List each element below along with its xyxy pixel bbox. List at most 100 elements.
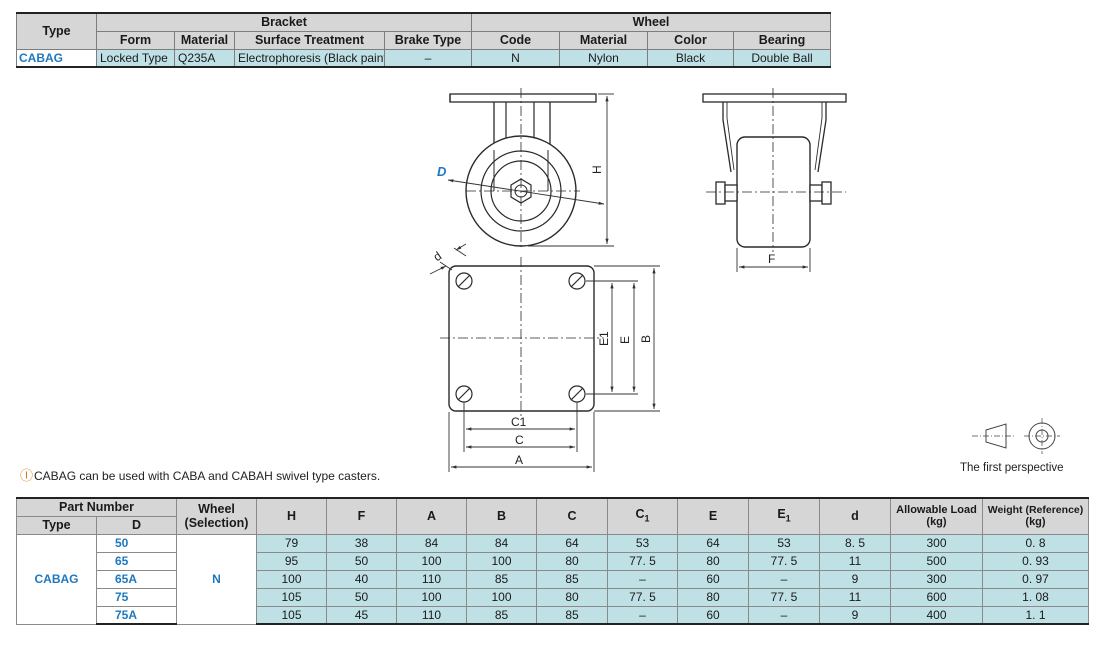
- cell-load: 500: [890, 551, 983, 571]
- header-weight: Weight (Reference)(kg): [982, 497, 1089, 535]
- cell-h: 105: [256, 587, 327, 607]
- cell-weight: 0. 93: [982, 551, 1089, 571]
- cell-h: 79: [256, 533, 327, 553]
- cell-weight: 0. 97: [982, 569, 1089, 589]
- label-C: C: [515, 433, 524, 447]
- header-A: A: [396, 497, 467, 535]
- cell-e1: 53: [748, 533, 820, 553]
- header-F: F: [326, 497, 397, 535]
- cell-e1: 77. 5: [748, 587, 820, 607]
- cell-c1: –: [607, 569, 678, 589]
- caution-icon: Ⓘ: [20, 468, 34, 483]
- cell-d: 11: [819, 587, 891, 607]
- label-C1: C1: [511, 415, 527, 429]
- cell-c1: –: [607, 605, 678, 625]
- cell-weight: 1. 1: [982, 605, 1089, 625]
- caster-side-view: [449, 88, 597, 250]
- dimension-D: [447, 179, 605, 205]
- spec-header-type: Type: [16, 12, 97, 50]
- compatibility-note: ⒾCABAG can be used with CABA and CABAH s…: [20, 465, 380, 484]
- spec-wheel-material-value: Nylon: [559, 48, 648, 68]
- cell-f: 45: [326, 605, 397, 625]
- note-text: CABAG can be used with CABA and CABAH sw…: [34, 469, 381, 483]
- cell-c: 64: [536, 533, 608, 553]
- cell-c: 80: [536, 587, 608, 607]
- header-wheel: Wheel(Selection): [176, 497, 257, 535]
- spec-header-wheel-material: Material: [559, 30, 648, 50]
- header-E: E: [677, 497, 749, 535]
- cell-e: 60: [677, 605, 749, 625]
- cell-load: 300: [890, 569, 983, 589]
- spec-surface-treatment-value: Electrophoresis (Black paint): [234, 48, 385, 68]
- header-type: Type: [16, 515, 97, 535]
- spec-material-value: Q235A: [174, 48, 235, 68]
- dimension-C1-C-A: [448, 402, 595, 472]
- header-D: D: [96, 515, 177, 535]
- diameter-cell: 75A: [96, 605, 177, 625]
- caster-end-view: [702, 88, 847, 252]
- cell-a: 100: [396, 587, 467, 607]
- first-angle-projection-icon: [972, 418, 1060, 454]
- cell-load: 400: [890, 605, 983, 625]
- label-E: E: [618, 336, 632, 344]
- label-H: H: [590, 165, 604, 174]
- header-H: H: [256, 497, 327, 535]
- spec-table: Type Bracket Wheel Form Material Surface…: [16, 12, 831, 68]
- cell-e1: –: [748, 605, 820, 625]
- cell-f: 38: [326, 533, 397, 553]
- cell-c1: 77. 5: [607, 587, 678, 607]
- cell-a: 100: [396, 551, 467, 571]
- cell-load: 300: [890, 533, 983, 553]
- cell-b: 85: [466, 569, 537, 589]
- mounting-holes: [455, 272, 586, 403]
- cell-d: 11: [819, 551, 891, 571]
- diameter-cell: 50: [96, 533, 177, 553]
- diameter-cell: 65A: [96, 569, 177, 589]
- cell-d: 9: [819, 569, 891, 589]
- cell-h: 105: [256, 605, 327, 625]
- cell-b: 85: [466, 605, 537, 625]
- header-d: d: [819, 497, 891, 535]
- cell-e1: 77. 5: [748, 551, 820, 571]
- diameter-cell: 65: [96, 551, 177, 571]
- cell-c: 85: [536, 605, 608, 625]
- spec-code-value: N: [471, 48, 560, 68]
- cell-a: 84: [396, 533, 467, 553]
- cell-e: 60: [677, 569, 749, 589]
- header-C1: C1: [607, 497, 678, 535]
- cell-f: 50: [326, 551, 397, 571]
- spec-bearing-value: Double Ball: [733, 48, 831, 68]
- spec-header-surface-treatment: Surface Treatment: [234, 30, 385, 50]
- cell-c1: 53: [607, 533, 678, 553]
- cell-a: 110: [396, 605, 467, 625]
- diameter-cell: 75: [96, 587, 177, 607]
- cell-c: 85: [536, 569, 608, 589]
- label-F: F: [768, 252, 775, 266]
- spec-header-color: Color: [647, 30, 734, 50]
- cell-f: 40: [326, 569, 397, 589]
- cell-a: 110: [396, 569, 467, 589]
- cell-h: 100: [256, 569, 327, 589]
- cell-c: 80: [536, 551, 608, 571]
- spec-header-wheel: Wheel: [471, 12, 831, 32]
- dimension-d: [429, 243, 467, 275]
- spec-form-value: Locked Type: [96, 48, 175, 68]
- spec-header-bearing: Bearing: [733, 30, 831, 50]
- spec-header-brake-type: Brake Type: [384, 30, 472, 50]
- label-D: D: [437, 164, 447, 179]
- cell-e: 80: [677, 551, 749, 571]
- cell-d: 9: [819, 605, 891, 625]
- cell-weight: 0. 8: [982, 533, 1089, 553]
- cell-b: 100: [466, 551, 537, 571]
- spec-color-value: Black: [647, 48, 734, 68]
- label-E1: E1: [597, 331, 611, 346]
- header-part-number: Part Number: [16, 497, 177, 517]
- cell-d: 8. 5: [819, 533, 891, 553]
- label-d: d: [431, 249, 445, 264]
- header-allowable-load: Allowable Load(kg): [890, 497, 983, 535]
- perspective-label: The first perspective: [960, 462, 1064, 474]
